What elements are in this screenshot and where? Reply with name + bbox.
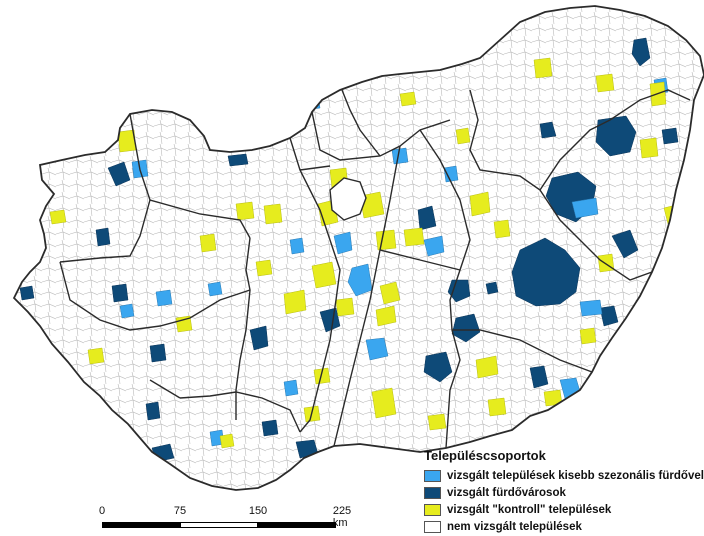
scale-segment-2 [180,522,258,528]
scale-tick-75: 75 [173,505,187,517]
budapest-outline [329,177,367,221]
legend-label: vizsgált fürdővárosok [447,486,566,499]
scale-segment-3 [258,522,336,528]
scale-tick-0: 0 [98,505,106,517]
legend-item-bath-town: vizsgált fürdővárosok [424,484,704,501]
legend-label: vizsgált települések kisebb szezonális f… [447,469,704,482]
small-bath-layer [119,77,669,447]
legend-swatch-white [424,520,441,533]
legend-item-not-studied: nem vizsgált települések [424,518,704,535]
legend-title: Településcsoportok [424,448,546,463]
legend-swatch-yellow [424,503,441,516]
scale-tick-225: 225 km [332,505,352,529]
scale-bar: 0 75 150 225 km [98,505,360,535]
scale-tick-150: 150 [248,505,268,517]
legend-swatch-light-blue [424,469,441,482]
legend-item-small-bath: vizsgált települések kisebb szezonális f… [424,467,704,484]
legend-label: vizsgált "kontroll" települések [447,503,612,516]
bath-towns-layer [19,37,679,463]
map-legend: Településcsoportok vizsgált települések … [424,448,704,535]
legend-swatch-dark-blue [424,486,441,499]
county-borders [59,89,691,449]
legend-item-control: vizsgált "kontroll" települések [424,501,704,518]
scale-segment-1 [102,522,180,528]
legend-label: nem vizsgált települések [447,520,582,533]
